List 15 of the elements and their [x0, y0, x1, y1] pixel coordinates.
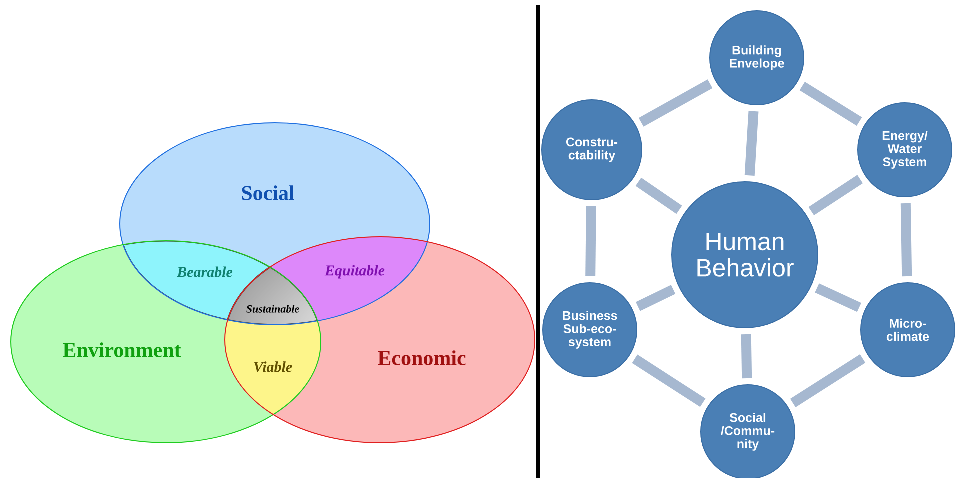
region-label: Equitable [324, 265, 385, 279]
connector-bar [815, 284, 862, 312]
connector-bar [744, 111, 759, 176]
connector-bar [586, 206, 596, 277]
connector-bar [900, 203, 912, 277]
connector-bar [638, 80, 713, 127]
connector-bar [800, 82, 862, 126]
connector-bar [636, 285, 676, 312]
connector-bar [636, 178, 682, 214]
connector-bar [790, 354, 866, 408]
connector-bar [632, 354, 706, 408]
region-label: Viable [254, 362, 292, 372]
connector-bar [808, 175, 864, 216]
connector-bar [741, 334, 752, 379]
region-label: Sustainable [246, 305, 300, 313]
